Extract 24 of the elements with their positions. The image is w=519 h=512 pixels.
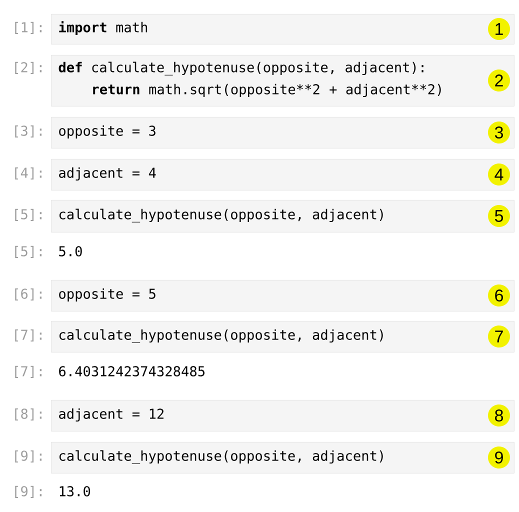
prompt-label: [9]: <box>15 450 42 462</box>
prompt-label: [3]: <box>15 125 42 138</box>
prompt-label: [5]: <box>15 208 42 221</box>
prompt-label: [4]: <box>15 167 42 180</box>
prompt-label: [5]: <box>15 246 42 258</box>
callout-badge: 9 <box>488 446 510 468</box>
prompt-label: [9]: <box>15 486 42 498</box>
callout-badge: 5 <box>488 205 510 227</box>
callout-badge: 7 <box>488 326 510 348</box>
callout-badge: 8 <box>488 404 510 426</box>
output-text: 13.0 <box>60 486 90 496</box>
prompt-label: [1]: <box>15 22 42 34</box>
prompt-label: [7]: <box>15 329 42 342</box>
output-text: 6.4031242374328485 <box>59 366 204 376</box>
prompt-label: [6]: <box>15 288 42 300</box>
prompt-label: [7]: <box>15 366 42 378</box>
prompt-label: [2]: <box>15 62 42 74</box>
callout-badge: 1 <box>488 18 510 40</box>
callout-badge: 2 <box>488 70 510 92</box>
callout-badge: 6 <box>488 284 510 306</box>
output-text: 5.0 <box>59 246 82 256</box>
callout-badge: 3 <box>488 122 510 144</box>
prompt-label: [8]: <box>15 408 42 420</box>
callout-badge: 4 <box>488 164 510 186</box>
